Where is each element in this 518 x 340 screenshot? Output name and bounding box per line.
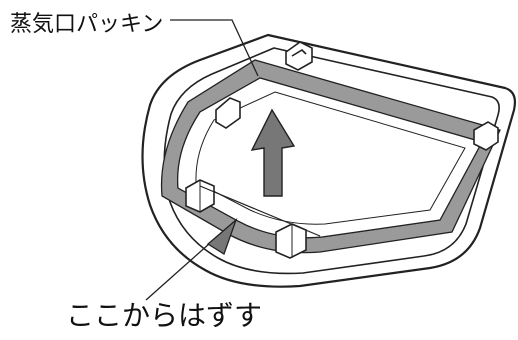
leader-line-packing (170, 19, 259, 77)
packing-inner-cavity (177, 77, 483, 239)
recess-floor (195, 91, 466, 225)
packing-front-lip (199, 185, 321, 237)
clip-top (285, 41, 313, 71)
clip-bottom-left (185, 179, 215, 213)
clip-left-upper (215, 97, 241, 129)
removal-pointer-icon (145, 217, 238, 301)
clip-bottom-right (275, 223, 307, 259)
clip-right (473, 121, 499, 151)
packing-label: 蒸気口パッキン (10, 12, 164, 37)
lift-arrow-icon (250, 108, 296, 197)
remove-from-here-label: ここからはずす (66, 299, 263, 332)
